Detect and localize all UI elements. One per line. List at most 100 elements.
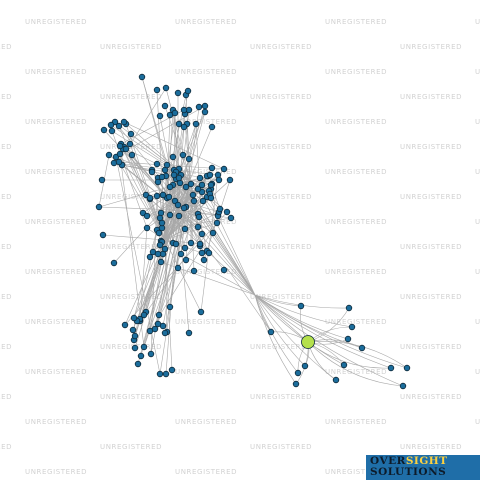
entity-node[interactable] — [205, 249, 213, 257]
entity-node[interactable] — [159, 191, 167, 199]
entity-node[interactable] — [157, 258, 165, 266]
entity-node[interactable] — [98, 176, 106, 184]
entity-node[interactable] — [121, 321, 129, 329]
entity-node[interactable] — [181, 244, 189, 252]
entity-node[interactable] — [115, 158, 123, 166]
entity-node[interactable] — [110, 259, 118, 267]
entity-node[interactable] — [195, 103, 203, 111]
entity-node[interactable] — [174, 264, 182, 272]
entity-node[interactable] — [207, 194, 215, 202]
entity-node[interactable] — [181, 225, 189, 233]
entity-node[interactable] — [194, 223, 202, 231]
entity-node[interactable] — [151, 325, 159, 333]
entity-node[interactable] — [194, 185, 202, 193]
entity-node[interactable] — [220, 165, 228, 173]
entity-node[interactable] — [131, 332, 139, 340]
entity-node[interactable] — [220, 266, 228, 274]
entity-node[interactable] — [129, 326, 137, 334]
entity-node[interactable] — [166, 303, 174, 311]
entity-node[interactable] — [128, 151, 136, 159]
entity-node[interactable] — [403, 364, 411, 372]
entity-node[interactable] — [358, 344, 366, 352]
entity-node[interactable] — [146, 194, 154, 202]
entity-node[interactable] — [115, 122, 123, 130]
entity-node[interactable] — [200, 256, 208, 264]
entity-node[interactable] — [216, 205, 224, 213]
entity-node[interactable] — [177, 250, 185, 258]
entity-node[interactable] — [172, 240, 180, 248]
entity-node[interactable] — [107, 121, 115, 129]
entity-node[interactable] — [187, 180, 195, 188]
entity-node[interactable] — [345, 304, 353, 312]
entity-node[interactable] — [332, 376, 340, 384]
entity-node[interactable] — [116, 142, 124, 150]
entity-node[interactable] — [127, 130, 135, 138]
entity-node[interactable] — [301, 362, 309, 370]
entity-node[interactable] — [155, 229, 163, 237]
entity-node[interactable] — [166, 183, 174, 191]
focus-entity-node[interactable] — [301, 335, 315, 349]
entity-node[interactable] — [180, 123, 188, 131]
entity-node[interactable] — [196, 174, 204, 182]
entity-node[interactable] — [140, 343, 148, 351]
entity-node[interactable] — [120, 118, 128, 126]
entity-node[interactable] — [199, 197, 207, 205]
entity-node[interactable] — [143, 224, 151, 232]
entity-node[interactable] — [154, 250, 162, 258]
entity-node[interactable] — [100, 126, 108, 134]
entity-node[interactable] — [154, 178, 162, 186]
entity-node[interactable] — [198, 181, 206, 189]
entity-node[interactable] — [292, 380, 300, 388]
entity-node[interactable] — [161, 329, 169, 337]
entity-node[interactable] — [153, 86, 161, 94]
entity-node[interactable] — [175, 120, 183, 128]
entity-node[interactable] — [190, 197, 198, 205]
entity-node[interactable] — [179, 151, 187, 159]
entity-node[interactable] — [165, 193, 173, 201]
entity-node[interactable] — [195, 213, 203, 221]
entity-node[interactable] — [344, 335, 352, 343]
entity-node[interactable] — [130, 314, 138, 322]
entity-node[interactable] — [387, 364, 395, 372]
entity-node[interactable] — [196, 240, 204, 248]
entity-node[interactable] — [95, 203, 103, 211]
entity-node[interactable] — [213, 219, 221, 227]
entity-node[interactable] — [185, 155, 193, 163]
entity-node[interactable] — [201, 108, 209, 116]
entity-node[interactable] — [153, 192, 161, 200]
entity-node[interactable] — [175, 212, 183, 220]
entity-node[interactable] — [140, 311, 148, 319]
entity-node[interactable] — [162, 370, 170, 378]
entity-node[interactable] — [180, 204, 188, 212]
entity-node[interactable] — [227, 214, 235, 222]
entity-node[interactable] — [169, 153, 177, 161]
entity-node[interactable] — [116, 150, 124, 158]
entity-node[interactable] — [223, 208, 231, 216]
entity-node[interactable] — [267, 328, 275, 336]
entity-node[interactable] — [154, 320, 162, 328]
entity-node[interactable] — [168, 366, 176, 374]
entity-node[interactable] — [297, 302, 305, 310]
entity-node[interactable] — [146, 253, 154, 261]
entity-node[interactable] — [163, 161, 171, 169]
entity-node[interactable] — [131, 344, 139, 352]
entity-node[interactable] — [399, 382, 407, 390]
entity-node[interactable] — [190, 267, 198, 275]
entity-node[interactable] — [209, 229, 217, 237]
entity-node[interactable] — [161, 245, 169, 253]
entity-node[interactable] — [180, 106, 188, 114]
entity-node[interactable] — [137, 352, 145, 360]
entity-node[interactable] — [170, 171, 178, 179]
entity-node[interactable] — [201, 102, 209, 110]
entity-node[interactable] — [105, 151, 113, 159]
entity-node[interactable] — [206, 171, 214, 179]
entity-node[interactable] — [226, 176, 234, 184]
entity-node[interactable] — [156, 370, 164, 378]
entity-node[interactable] — [156, 241, 164, 249]
entity-node[interactable] — [155, 311, 163, 319]
entity-node[interactable] — [99, 231, 107, 239]
entity-node[interactable] — [161, 102, 169, 110]
entity-node[interactable] — [198, 230, 206, 238]
entity-node[interactable] — [134, 360, 142, 368]
entity-node[interactable] — [208, 164, 216, 172]
